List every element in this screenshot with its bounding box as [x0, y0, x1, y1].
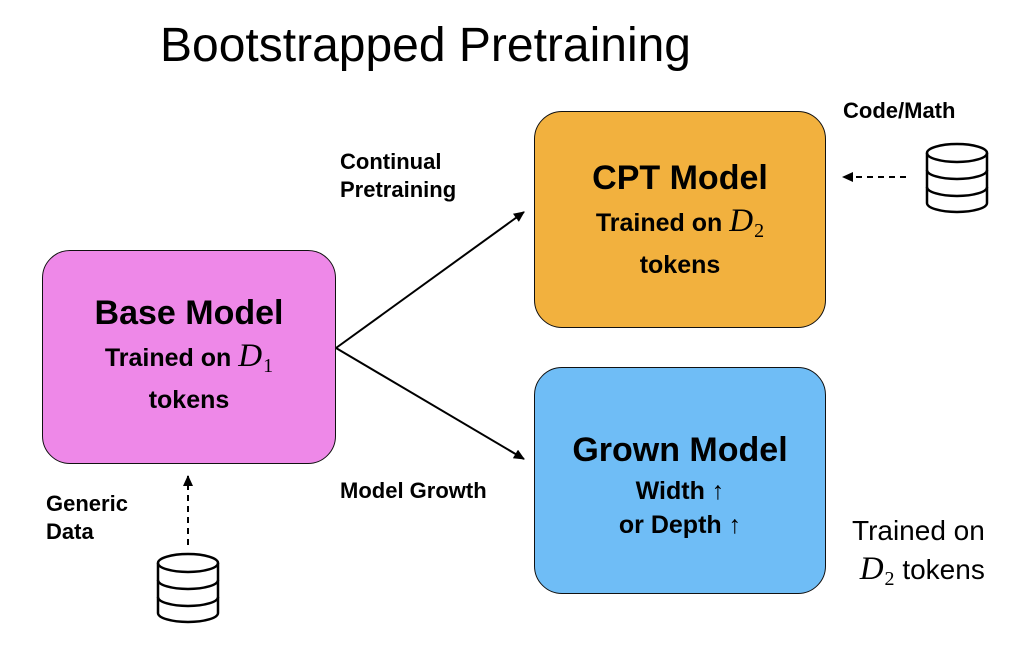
base-model-dataset-var: D1 [238, 338, 274, 377]
base-model-dataset-sub: 1 [263, 355, 274, 377]
base-model-trained-line: Trained on D1 [43, 339, 335, 383]
cpt-model-trained-line: Trained on D2 [535, 204, 825, 248]
base-model-box: Base Model Trained on D1 tokens [42, 250, 336, 464]
grown-model-depth: or Depth ↑ [618, 511, 742, 539]
grown-note-dataset-sub: 2 [884, 568, 895, 590]
grown-model-box: Grown Model Width ↑ or Depth ↑ [534, 367, 826, 594]
grown-note-tokens-line: D2 tokens [852, 550, 985, 598]
grown-model-heading: Grown Model [572, 431, 788, 469]
cpt-model-tokens: tokens [639, 251, 721, 279]
diagram-title: Bootstrapped Pretraining [160, 19, 691, 72]
cpt-model-dataset-sub: 2 [754, 220, 765, 242]
grown-note-dataset-var: D2 [859, 551, 895, 590]
grown-note-tokens: tokens [902, 554, 985, 585]
generic-data-label: Generic Data [46, 491, 128, 544]
cpt-model-trained-prefix: Trained on [595, 209, 723, 237]
cpt-model-dataset-var: D2 [729, 203, 765, 242]
base-model-tokens: tokens [148, 386, 230, 414]
database-icon-code-math [925, 142, 989, 214]
continual-pretraining-label: Continual Pretraining [340, 149, 457, 202]
base-model-trained-prefix: Trained on [104, 344, 232, 372]
arrow-continual-pretraining [335, 211, 525, 349]
cpt-model-heading: CPT Model [592, 159, 768, 197]
grown-model-training-note: Trained on D2 tokens [852, 512, 985, 598]
grown-note-trained-on: Trained on [852, 515, 985, 546]
base-model-heading: Base Model [94, 294, 284, 332]
model-growth-label: Model Growth [340, 478, 487, 503]
cpt-model-box: CPT Model Trained on D2 tokens [534, 111, 826, 328]
arrow-model-growth [335, 347, 525, 460]
database-icon-generic [156, 552, 220, 624]
code-math-label: Code/Math [843, 98, 956, 123]
grown-model-width: Width ↑ [635, 477, 725, 505]
